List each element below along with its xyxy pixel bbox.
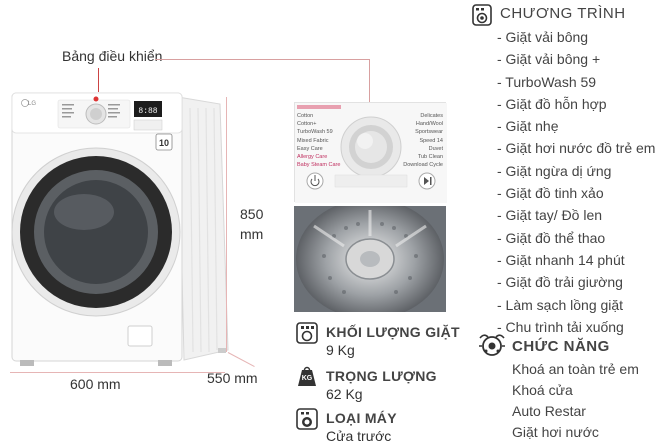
closeup-program: Download Cycle bbox=[403, 162, 443, 169]
closeup-program: Speed 14 bbox=[419, 137, 443, 144]
drum-closeup bbox=[294, 206, 446, 312]
closeup-program: Duvet bbox=[428, 145, 443, 152]
svg-text:8:88: 8:88 bbox=[138, 107, 157, 116]
closeup-left-programs: Cotton Cotton+ TurboWash 59 Mixed Fabric… bbox=[297, 112, 340, 169]
closeup-connector-horizontal bbox=[155, 59, 370, 60]
program-item: - Chu trình tải xuống bbox=[497, 318, 624, 335]
weight-load-icon bbox=[296, 322, 318, 349]
closeup-connector-vertical bbox=[369, 59, 370, 103]
closeup-right-programs: Delicates Hand/Wool Sportswear Speed 14 … bbox=[403, 112, 443, 169]
closeup-program: Baby Steam Care bbox=[297, 162, 341, 169]
function-item: Auto Restar bbox=[512, 403, 586, 419]
height-value: 850 bbox=[240, 206, 264, 222]
kg-icon-label: KG bbox=[301, 375, 313, 382]
closeup-program: Tub Clean bbox=[417, 154, 443, 161]
height-dimension-line bbox=[226, 97, 227, 352]
program-item: - Giặt tay/ Đồ len bbox=[497, 207, 603, 224]
function-item: Giặt hơi nước bbox=[512, 424, 599, 440]
program-item: - Giặt đồ tinh xảo bbox=[497, 185, 604, 202]
program-item: - Giặt hơi nước đồ trẻ em bbox=[497, 140, 656, 157]
closeup-program: Cotton bbox=[297, 113, 314, 119]
control-panel-label: Bảng điều khiển bbox=[62, 48, 163, 64]
closeup-drawing bbox=[295, 103, 447, 203]
program-item: - Giặt nhanh 14 phút bbox=[497, 251, 625, 268]
drum-drawing bbox=[294, 206, 446, 312]
svg-text:LG: LG bbox=[28, 101, 36, 107]
svg-text:10: 10 bbox=[159, 138, 169, 148]
control-panel-closeup: Cotton Cotton+ TurboWash 59 Mixed Fabric… bbox=[294, 102, 447, 203]
closeup-program: Allergy Care bbox=[297, 154, 328, 161]
programs-list: - Giặt vải bông - Giặt vải bông + - Turb… bbox=[497, 26, 655, 338]
program-item: - TurboWash 59 bbox=[497, 73, 597, 90]
width-dimension-line bbox=[10, 372, 225, 373]
kg-weight-icon: KG bbox=[296, 366, 318, 393]
height-dimension: 850 mm bbox=[240, 204, 263, 244]
front-load-icon bbox=[296, 408, 318, 435]
callout-pointer-line bbox=[98, 68, 99, 92]
machine-type-title: LOẠI MÁY bbox=[326, 410, 397, 426]
closeup-program: TurboWash 59 bbox=[297, 129, 333, 136]
closeup-program: Easy Care bbox=[297, 145, 323, 152]
height-unit: mm bbox=[240, 226, 264, 242]
functions-list: Khoá an toàn trẻ em Khoá cửa Auto Restar… bbox=[512, 359, 639, 443]
function-item: Khoá cửa bbox=[512, 382, 573, 398]
function-item: Khoá an toàn trẻ em bbox=[512, 361, 639, 377]
closeup-program: Cotton+ bbox=[297, 121, 317, 128]
load-capacity-value: 9 Kg bbox=[326, 342, 355, 358]
program-item: - Giặt vải bông + bbox=[497, 51, 601, 68]
functions-title: CHỨC NĂNG bbox=[512, 338, 610, 355]
width-dimension: 600 mm bbox=[70, 376, 121, 392]
washer-drawing: 8:88 10 LG bbox=[11, 92, 229, 366]
program-item: - Làm sạch lồng giặt bbox=[497, 296, 624, 313]
machine-type-value: Cửa trước bbox=[326, 428, 392, 444]
load-capacity-title: KHỐI LƯỢNG GIẶT bbox=[326, 324, 460, 340]
weight-value: 62 Kg bbox=[326, 386, 363, 402]
closeup-program: Sportswear bbox=[415, 129, 443, 136]
program-item: - Giặt đồ thể thao bbox=[497, 229, 606, 246]
washer-program-icon bbox=[472, 4, 492, 31]
program-item: - Giặt vải bông bbox=[497, 29, 589, 45]
closeup-program: Delicates bbox=[420, 113, 443, 119]
weight-title: TRỌNG LƯỢNG bbox=[326, 368, 437, 384]
features-section: KHỐI LƯỢNG GIẶT 9 Kg KG TRỌNG LƯỢNG 62 K… bbox=[296, 318, 496, 448]
closeup-program: Hand/Wool bbox=[415, 121, 443, 128]
program-item: - Giặt nhẹ bbox=[497, 118, 559, 135]
depth-dimension: 550 mm bbox=[207, 370, 258, 386]
functions-icon bbox=[478, 332, 506, 363]
programs-title: CHƯƠNG TRÌNH bbox=[500, 5, 626, 22]
program-item: - Giặt đồ hỗn hợp bbox=[497, 95, 607, 112]
closeup-program: Mixed Fabric bbox=[297, 137, 329, 144]
program-item: - Giặt đồ trải giường bbox=[497, 274, 623, 291]
program-item: - Giặt ngừa dị ứng bbox=[497, 162, 612, 179]
washer-illustration: 8:88 10 LG bbox=[0, 0, 290, 448]
